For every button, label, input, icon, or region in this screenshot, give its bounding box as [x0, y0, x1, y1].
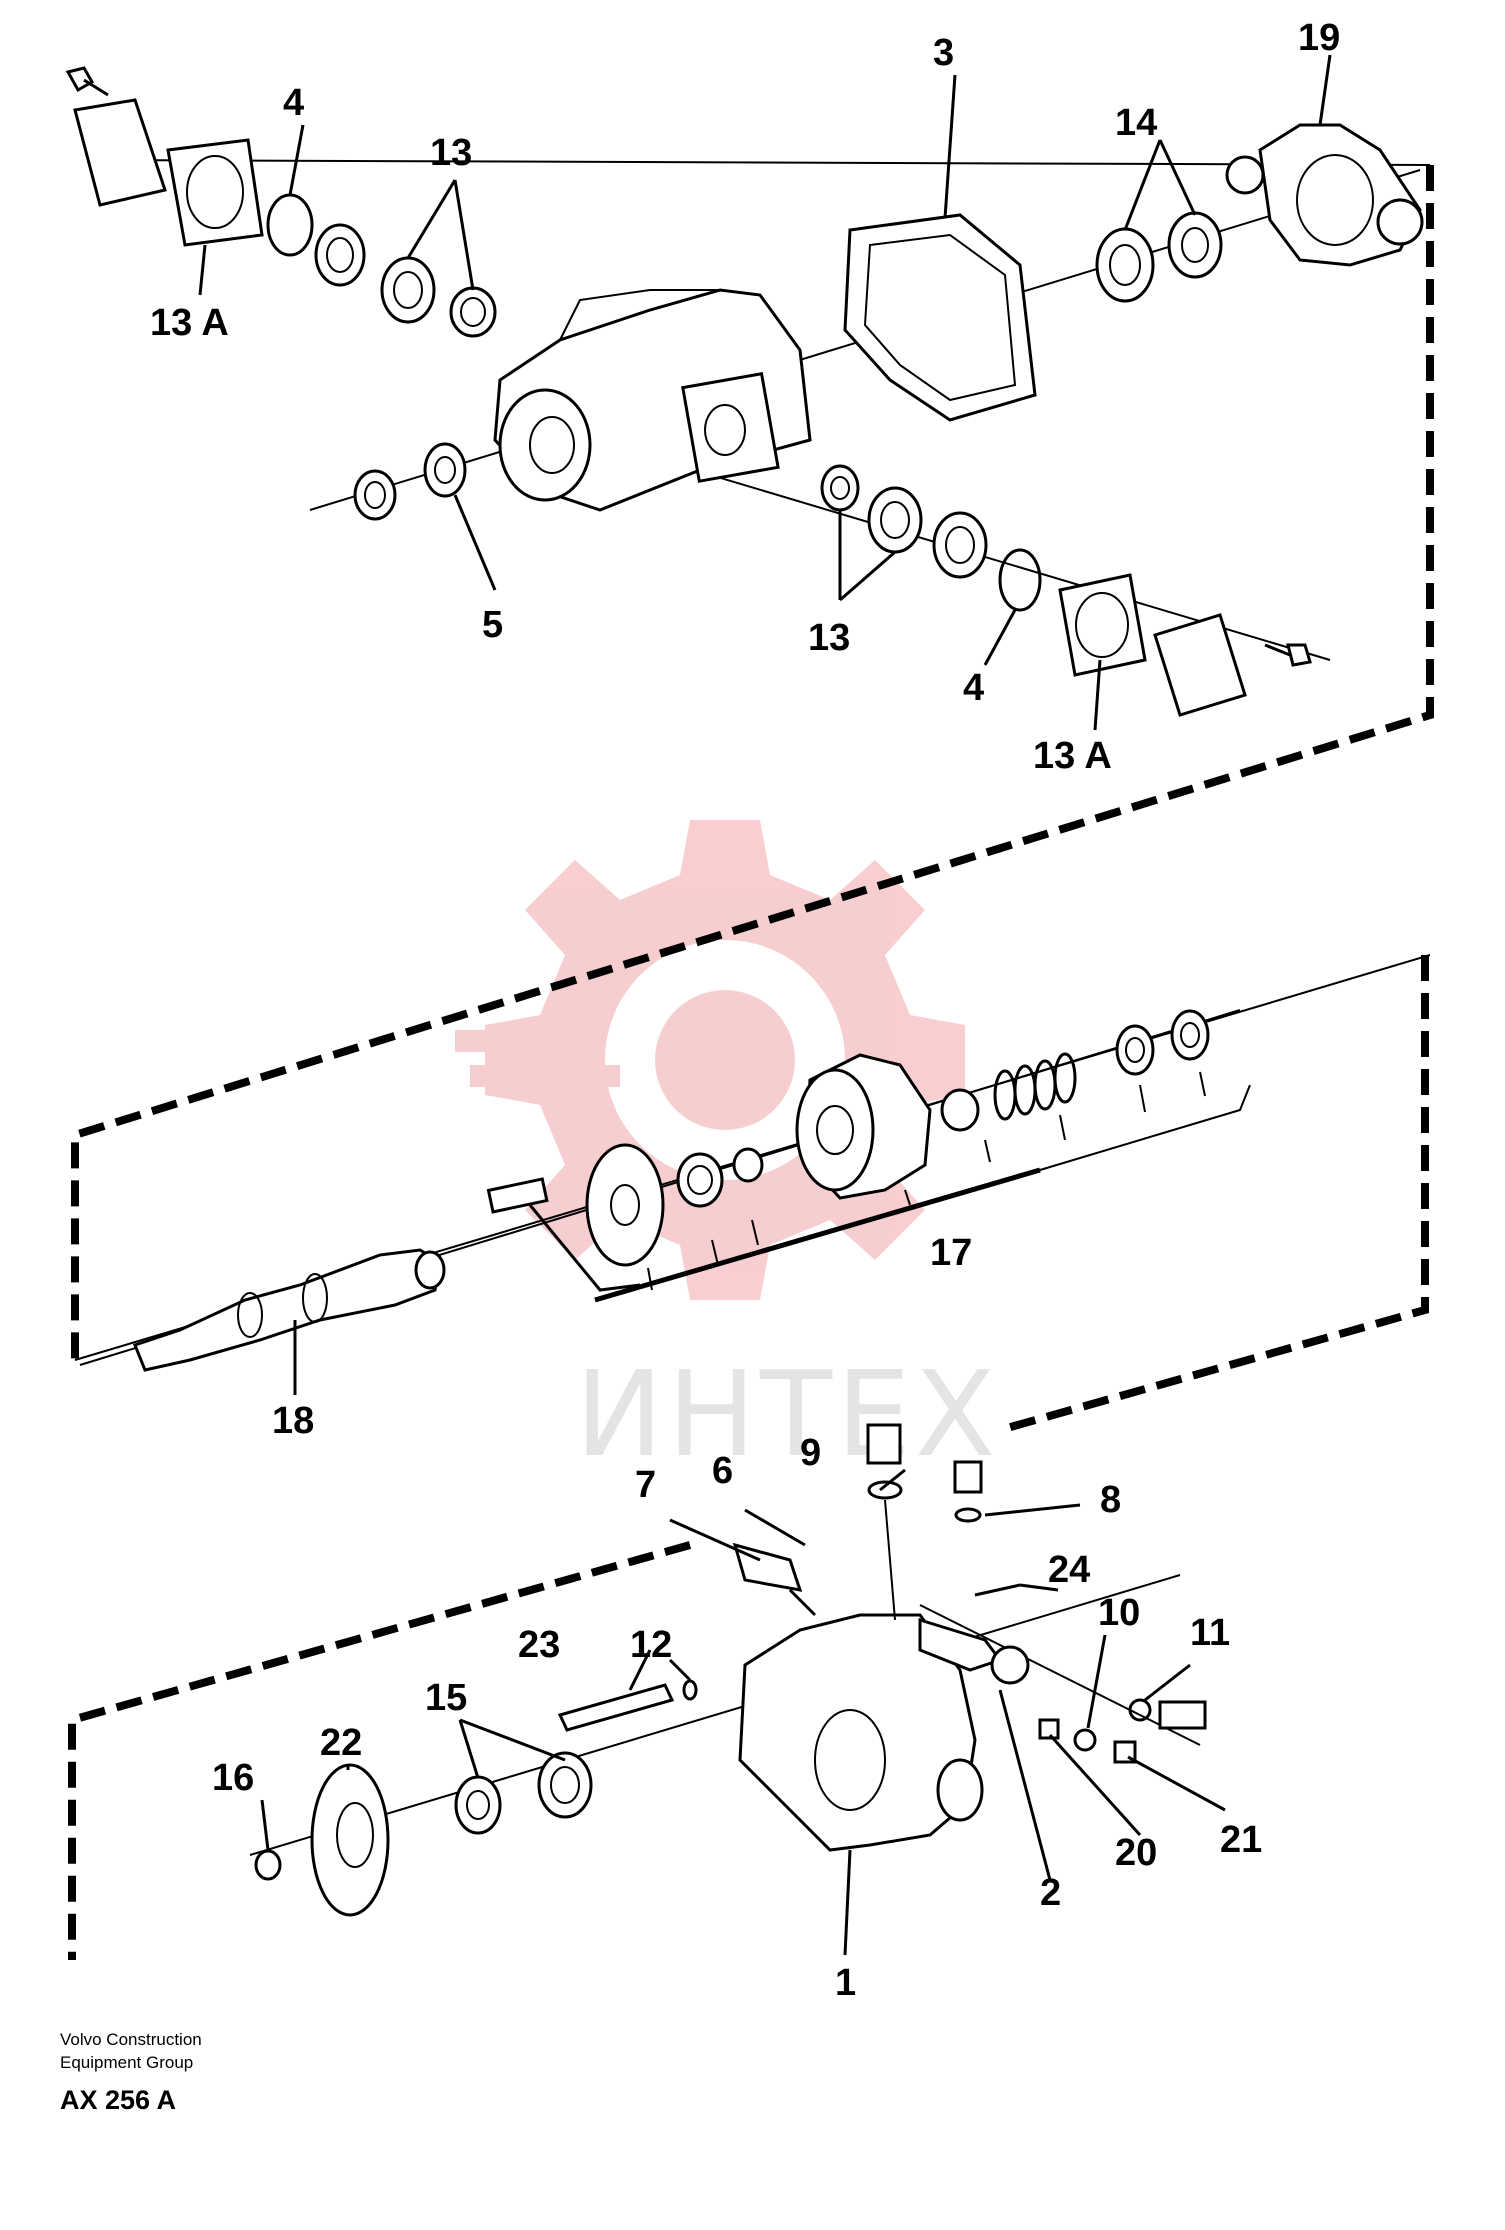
callout-15: 15	[425, 1677, 467, 1719]
plug-8	[953, 1460, 983, 1523]
footer-company-line1: Volvo Construction	[60, 2030, 202, 2049]
spring	[993, 1052, 1077, 1121]
callout-labels: 4 13 13 A 3 19 14 5 13 4 13 A 17 18 7 6 …	[150, 17, 1340, 2004]
bearing-15	[454, 1751, 593, 1835]
callout-23: 23	[518, 1624, 560, 1666]
bearing-races-13-bottom	[820, 464, 988, 579]
callout-13a-right: 13 A	[1033, 735, 1112, 777]
callout-14: 14	[1115, 102, 1157, 144]
bolt-top-left	[65, 66, 109, 97]
callout-18: 18	[272, 1400, 314, 1442]
bearing-5	[353, 442, 467, 521]
callout-10: 10	[1098, 1592, 1140, 1634]
o-ring-4-bottom	[998, 548, 1042, 612]
callout-5: 5	[482, 604, 503, 646]
callout-13a-left: 13 A	[150, 302, 229, 344]
callout-6: 6	[712, 1450, 733, 1492]
callout-22: 22	[320, 1722, 362, 1764]
callout-7: 7	[635, 1464, 656, 1506]
callout-2: 2	[1040, 1872, 1061, 1914]
callout-24: 24	[1048, 1549, 1090, 1591]
callout-20: 20	[1115, 1832, 1157, 1874]
callout-17: 17	[930, 1232, 972, 1274]
brace-17	[594, 1167, 1041, 1303]
watermark-gear-logo	[455, 820, 965, 1300]
top-assembly	[65, 54, 1431, 731]
callout-9: 9	[800, 1432, 821, 1474]
callout-8: 8	[1100, 1479, 1121, 1521]
callout-1: 1	[835, 1962, 856, 2004]
bottom-assembly	[249, 1423, 1226, 1956]
footer-company-line2: Equipment Group	[60, 2053, 194, 2072]
callout-4-top: 4	[283, 82, 304, 124]
shaft-18	[133, 1248, 446, 1372]
watermark-text: ИНТЕХ	[575, 1345, 999, 1483]
plug-9	[866, 1423, 903, 1621]
callout-11: 11	[1190, 1612, 1230, 1654]
footer-drawing-code: AX 256 A	[60, 2085, 177, 2115]
cover-plate-left	[73, 98, 167, 207]
callout-3: 3	[933, 32, 954, 74]
callout-16: 16	[212, 1757, 254, 1799]
gasket-13a-right	[1058, 573, 1147, 677]
pump-housing	[493, 288, 812, 512]
callout-13-bottom: 13	[808, 617, 850, 659]
bearings-14	[1095, 211, 1223, 303]
callout-21: 21	[1220, 1819, 1262, 1861]
plug-20	[1038, 1718, 1060, 1740]
plug-11	[1158, 1700, 1207, 1730]
ring-11	[1128, 1698, 1152, 1722]
gasket-3	[843, 213, 1037, 422]
cover-plate-right	[1153, 613, 1247, 717]
gasket-13a-left	[166, 138, 264, 247]
washer-22	[310, 1763, 390, 1917]
o-ring-4-top	[266, 193, 314, 257]
pin-23	[557, 1679, 698, 1732]
ring-10	[1073, 1728, 1097, 1752]
rotating-group-bolt	[486, 1177, 549, 1214]
flange-19	[1225, 123, 1424, 267]
end-cover-1	[738, 1613, 1003, 1852]
callout-12: 12	[630, 1624, 672, 1666]
bearing-races-13-top	[314, 223, 497, 338]
callout-19: 19	[1298, 17, 1340, 59]
callout-13-top: 13	[430, 132, 472, 174]
middle-assembly	[79, 1009, 1251, 1395]
port-plate	[585, 1143, 665, 1267]
ring-16	[254, 1849, 282, 1881]
rotor-17	[795, 1053, 932, 1200]
callout-4-bottom: 4	[963, 667, 984, 709]
bolt-top-right	[1264, 643, 1312, 667]
